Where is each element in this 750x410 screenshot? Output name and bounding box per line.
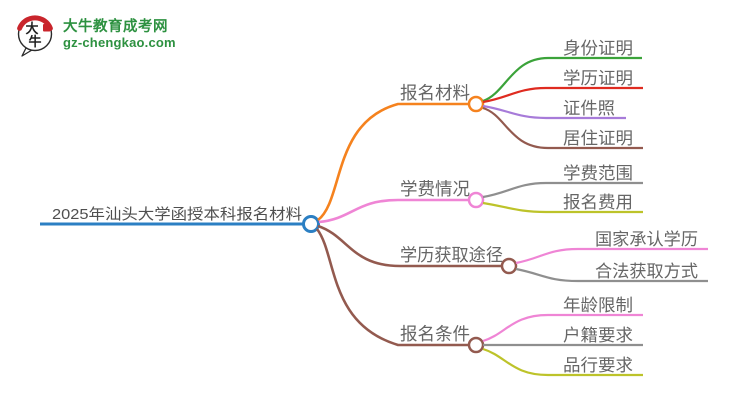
branch-4-handle[interactable] bbox=[467, 336, 485, 354]
edge-branch-1-leaf-3 bbox=[482, 104, 626, 120]
edge-branch-3 bbox=[317, 224, 501, 268]
branch-2-handle[interactable] bbox=[467, 191, 485, 209]
branch-2-label[interactable]: 学费情况 bbox=[400, 179, 470, 199]
edge-branch-2 bbox=[318, 198, 469, 224]
leaf-label-tuition-range[interactable]: 学费范围 bbox=[563, 164, 633, 183]
leaf-label-residence-proof[interactable]: 居住证明 bbox=[563, 129, 633, 148]
leaf-label-identity-proof[interactable]: 身份证明 bbox=[563, 39, 633, 58]
branch-1-label[interactable]: 报名材料 bbox=[400, 83, 470, 103]
edge-branch-2-leaf-1 bbox=[482, 181, 643, 199]
site-logo[interactable]: 大 牛 大牛教育成考网 gz-chengkao.com bbox=[16, 12, 176, 58]
edge-branch-4 bbox=[315, 228, 469, 347]
leaf-label-age-limit[interactable]: 年龄限制 bbox=[563, 296, 633, 315]
red-seal-icon bbox=[43, 24, 51, 32]
branch-1-handle[interactable] bbox=[467, 95, 485, 113]
bubble-char-bottom: 牛 bbox=[28, 34, 41, 49]
leaf-label-registration-fee[interactable]: 报名费用 bbox=[563, 193, 633, 212]
root-node-handle[interactable] bbox=[302, 215, 320, 233]
leaf-label-state-recognized[interactable]: 国家承认学历 bbox=[595, 230, 698, 249]
branch-3-handle[interactable] bbox=[500, 257, 518, 275]
leaf-label-legal-acquisition[interactable]: 合法获取方式 bbox=[595, 262, 698, 281]
branch-4-label[interactable]: 报名条件 bbox=[400, 324, 470, 344]
logo-domain: gz-chengkao.com bbox=[63, 34, 176, 50]
root-node-label[interactable]: 2025年汕头大学函授本科报名材料 bbox=[52, 206, 302, 223]
daniu-bubble-icon: 大 牛 bbox=[17, 15, 53, 57]
leaf-label-education-proof[interactable]: 学历证明 bbox=[563, 69, 633, 88]
edge-branch-1-leaf-4 bbox=[482, 106, 643, 150]
edge-branch-1 bbox=[317, 102, 469, 222]
edge-branch-3-leaf-2 bbox=[515, 267, 708, 283]
edge-branch-3-leaf-1 bbox=[515, 247, 708, 265]
bubble-char-top: 大 bbox=[25, 21, 38, 36]
edge-branch-1-leaf-1 bbox=[482, 56, 642, 103]
edge-branch-4-leaf-1 bbox=[482, 313, 643, 343]
leaf-label-id-photo[interactable]: 证件照 bbox=[563, 99, 615, 118]
leaf-label-residency-requirement[interactable]: 户籍要求 bbox=[563, 326, 633, 345]
leaf-label-conduct-requirement[interactable]: 品行要求 bbox=[563, 356, 633, 375]
branch-3-label[interactable]: 学历获取途径 bbox=[400, 245, 503, 265]
edge-branch-4-leaf-3 bbox=[482, 347, 643, 377]
logo-title: 大牛教育成考网 bbox=[63, 19, 168, 36]
edge-branch-1-leaf-2 bbox=[482, 86, 643, 104]
edge-branch-2-leaf-2 bbox=[482, 201, 643, 214]
